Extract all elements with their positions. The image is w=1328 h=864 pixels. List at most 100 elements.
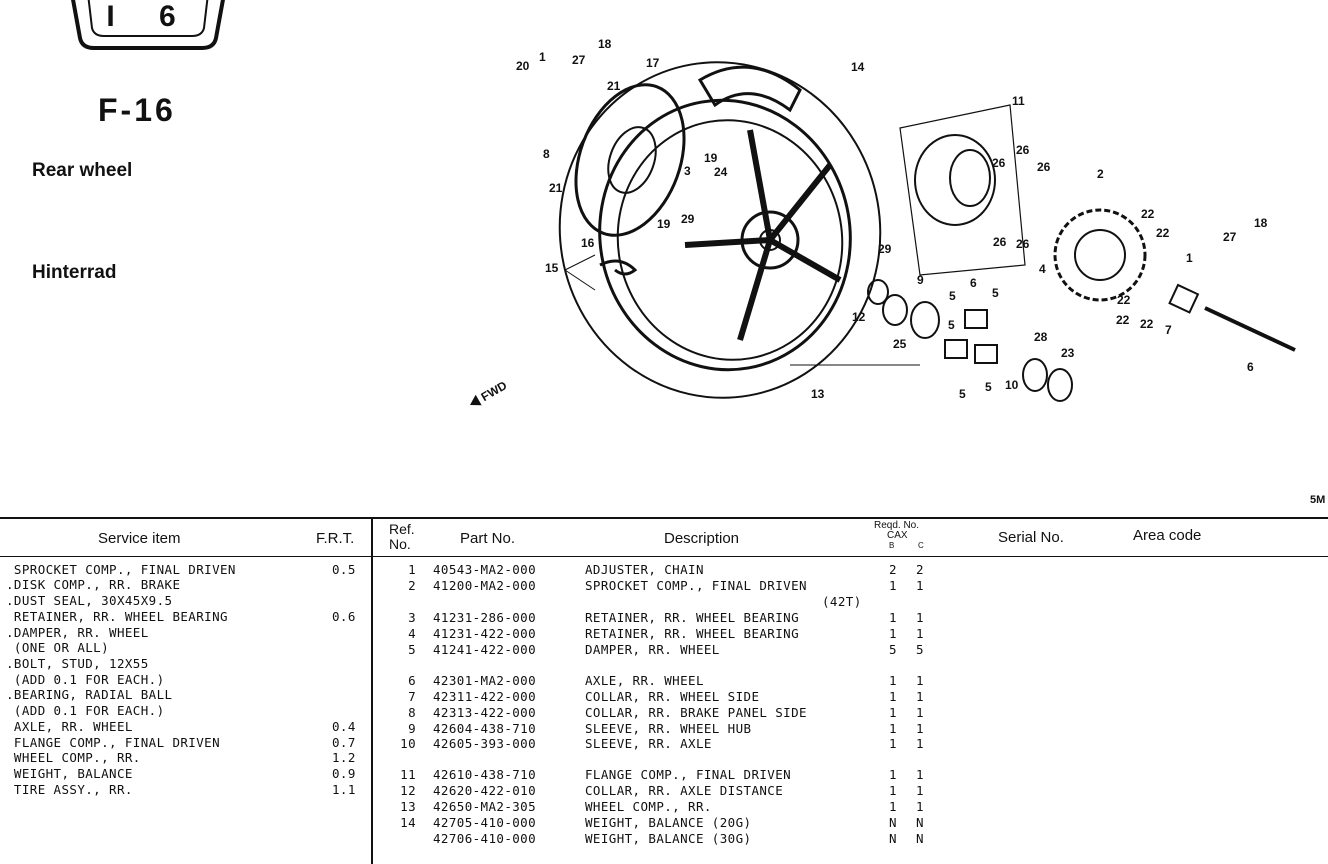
part-qty-b: 5 [889,642,897,657]
service-item-text: (ADD 0.1 FOR EACH.) [6,672,165,687]
header-area-code: Area code [1133,527,1202,544]
service-item-text: (ADD 0.1 FOR EACH.) [6,703,165,718]
callout-9: 9 [917,273,924,287]
callout-18: 18 [1254,216,1268,230]
part-qty-c: 1 [916,610,924,625]
header-col-b: B [889,541,895,550]
service-frt: 0.6 [332,609,356,624]
part-qty-b: 1 [889,721,897,736]
part-description: AXLE, RR. WHEEL [585,673,704,688]
service-item-text: WEIGHT, BALANCE [6,766,133,781]
service-item-text: SPROCKET COMP., FINAL DRIVEN [6,562,236,577]
callout-26: 26 [992,156,1006,170]
callout-21: 21 [549,181,563,195]
part-ref-no: 1 [408,562,416,577]
brake-disk [574,83,686,237]
callout-13: 13 [811,387,825,401]
header-col-c: C [918,541,924,550]
callout-22: 22 [1116,313,1130,327]
callout-6: 6 [970,276,977,290]
part-qty-c: 1 [916,799,924,814]
callout-29: 29 [681,212,695,226]
part-number: 42706-410-000 [433,831,537,846]
part-qty-c: 1 [916,721,924,736]
service-item-text: .DISK COMP., RR. BRAKE [6,577,181,592]
part-ref-no: 10 [400,736,416,751]
header-reqd-no: Reqd. No. [874,520,920,531]
page-title-german: Hinterrad [32,262,117,283]
part-description: COLLAR, RR. AXLE DISTANCE [585,783,784,798]
callout-18: 18 [598,37,612,51]
service-frt: 1.1 [332,782,356,797]
callout-26: 26 [1037,160,1051,174]
table-header-rule [0,556,1328,557]
part-ref-no: 14 [400,815,416,830]
callout-19: 19 [657,217,671,231]
part-ref-no: 6 [408,673,416,688]
service-frt: 1.2 [332,750,356,765]
section-badge [71,0,225,50]
part-description: COLLAR, RR. WHEEL SIDE [585,689,760,704]
part-number: 42604-438-710 [433,721,537,736]
part-description: COLLAR, RR. BRAKE PANEL SIDE [585,705,807,720]
service-item-text: RETAINER, RR. WHEEL BEARING [6,609,228,624]
fwd-label: FWD [479,378,510,404]
part-number: 40543-MA2-000 [433,562,537,577]
part-qty-b: 1 [889,673,897,688]
table-top-rule [0,517,1328,519]
sprocket [1053,208,1147,302]
part-qty-b: 1 [889,578,897,593]
callout-1: 1 [539,50,546,64]
callout-22: 22 [1141,207,1155,221]
part-description: WEIGHT, BALANCE (20G) [585,815,752,830]
part-qty-b: 1 [889,626,897,641]
callout-12: 12 [852,310,866,324]
callout-8: 8 [543,147,550,161]
part-qty-c: 1 [916,705,924,720]
part-qty-c: 1 [916,689,924,704]
part-qty-c: 1 [916,626,924,641]
part-description: RETAINER, RR. WHEEL BEARING [585,626,799,641]
part-description: RETAINER, RR. WHEEL BEARING [585,610,799,625]
part-description: FLANGE COMP., FINAL DRIVEN [585,767,792,782]
corner-mark: 5M [1310,494,1326,506]
part-qty-c: 1 [916,578,924,593]
callout-4: 4 [1039,262,1046,276]
part-number: 42610-438-710 [433,767,537,782]
part-qty-b: 1 [889,689,897,704]
callout-22: 22 [1140,317,1154,331]
part-number: 42605-393-000 [433,736,537,751]
part-qty-c: 1 [916,767,924,782]
part-number: 41241-422-000 [433,642,537,657]
part-qty-b: N [889,815,897,830]
figure-code: F-16 [98,92,176,128]
part-qty-b: 2 [889,562,897,577]
service-item-text: .BEARING, RADIAL BALL [6,687,173,702]
part-qty-b: 1 [889,736,897,751]
callout-22: 22 [1117,293,1131,307]
callout-19: 19 [704,151,718,165]
header-frt: F.R.T. [316,530,355,547]
callout-5: 5 [949,289,956,303]
callout-20: 20 [516,59,530,73]
callout-26: 26 [1016,237,1030,251]
service-item-text: FLANGE COMP., FINAL DRIVEN [6,735,220,750]
part-number: 42705-410-000 [433,815,537,830]
part-ref-no: 3 [408,610,416,625]
callout-2: 2 [1097,167,1104,181]
callout-15: 15 [545,261,559,275]
callout-16: 16 [581,236,595,250]
part-qty-c: N [916,831,924,846]
part-ref-no: 8 [408,705,416,720]
callout-27: 27 [572,53,586,67]
service-item-text: .DUST SEAL, 30X45X9.5 [6,593,173,608]
part-description: SLEEVE, RR. AXLE [585,736,712,751]
service-item-text: .BOLT, STUD, 12X55 [6,656,149,671]
part-ref-no: 9 [408,721,416,736]
callout-10: 10 [1005,378,1019,392]
callout-22: 22 [1156,226,1170,240]
service-frt: 0.9 [332,766,356,781]
callout-23: 23 [1061,346,1075,360]
callout-26: 26 [993,235,1007,249]
